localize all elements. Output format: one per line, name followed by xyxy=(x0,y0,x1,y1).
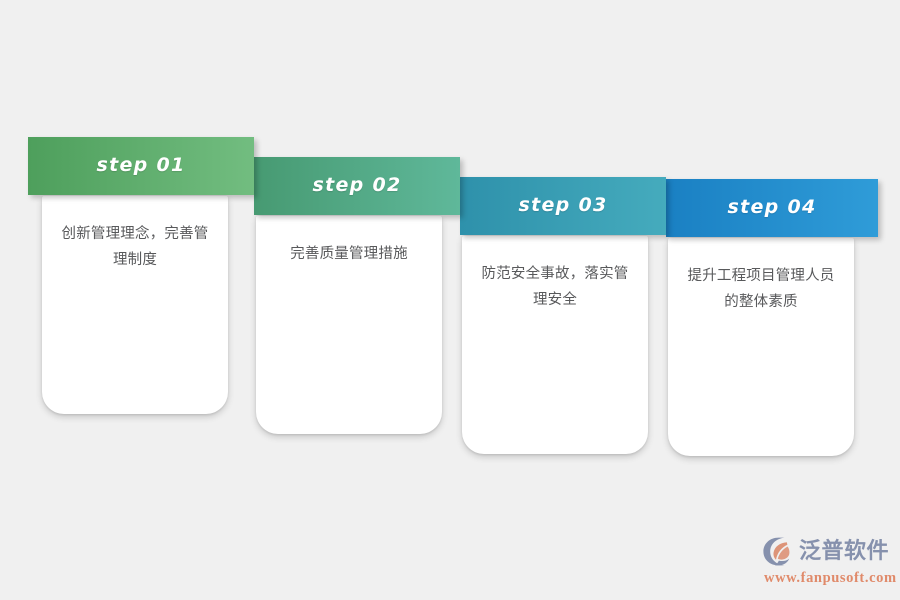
watermark: 泛普软件 www.fanpusoft.com xyxy=(762,534,897,590)
step-card-text-3: 防范安全事故，落实管理安全 xyxy=(481,266,629,308)
step-card-text-2: 完善质量管理措施 xyxy=(290,246,408,262)
step-card-body-2: 完善质量管理措施 xyxy=(256,216,442,434)
step-card-header-3[interactable]: step 03 xyxy=(460,177,666,235)
step-card-label-1: step 01 xyxy=(96,154,186,176)
step-card-header-1[interactable]: step 01 xyxy=(28,137,254,195)
step-card-text-4: 提升工程项目管理人员的整体素质 xyxy=(687,268,835,310)
watermark-brand-name: 泛普软件 xyxy=(799,538,890,564)
fanpu-logo-icon xyxy=(763,537,790,566)
watermark-url: www.fanpusoft.com xyxy=(764,570,897,586)
step-card-body-1: 创新管理理念，完善管理制度 xyxy=(42,196,228,414)
watermark-brand-row: 泛普软件 xyxy=(762,536,889,567)
step-card-label-4: step 04 xyxy=(727,196,817,218)
step-card-body-3: 防范安全事故，落实管理安全 xyxy=(462,236,648,454)
step-card-body-4: 提升工程项目管理人员的整体素质 xyxy=(668,238,854,456)
step-card-header-2[interactable]: step 02 xyxy=(254,157,460,215)
step-card-text-1: 创新管理理念，完善管理制度 xyxy=(61,226,209,268)
step-card-label-2: step 02 xyxy=(312,174,402,196)
step-card-label-3: step 03 xyxy=(518,194,608,216)
step-card-header-4[interactable]: step 04 xyxy=(666,179,878,237)
